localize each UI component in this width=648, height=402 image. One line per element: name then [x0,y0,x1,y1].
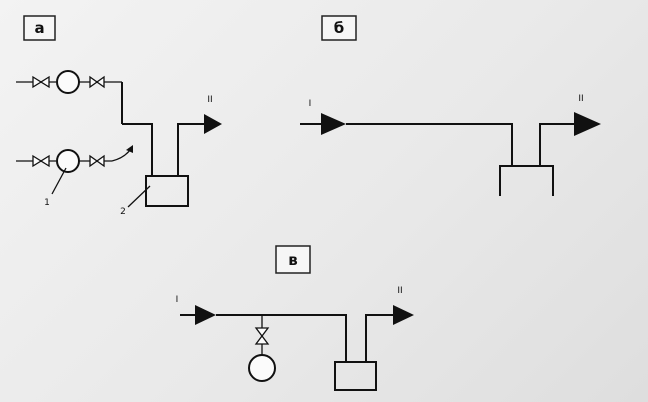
tank-v [334,361,377,391]
panel-a-output-label: II [207,95,212,105]
arrow-icon [204,114,222,134]
panel-b-label-box: б [321,15,357,41]
arrow-icon [126,145,133,153]
arrow-icon [195,305,216,325]
branch-pump [248,315,276,382]
panel-a-label: а [34,19,44,37]
valve-icon [32,75,50,89]
callout-2: 2 [120,185,151,217]
bypass-line [111,149,131,162]
panel-v: в I II [176,245,414,391]
panel-b: б I II [300,15,601,196]
panel-v-output-label: II [397,286,402,296]
callout-1: 1 [44,167,67,208]
svg-text:2: 2 [120,207,126,217]
panel-a: а [16,15,222,217]
upper-suction-line [16,70,123,124]
pump-icon [248,354,276,382]
panel-v-input-label: I [176,295,179,305]
valve-icon [32,154,50,168]
svg-text:1: 1 [44,198,50,208]
arrow-icon [393,305,414,325]
panel-v-label-box: в [275,245,311,274]
panel-b-label: б [334,19,344,37]
valve-icon [254,327,270,345]
lower-suction-line [16,145,133,173]
arrow-icon [574,112,601,136]
panel-v-label: в [288,251,298,269]
tank-2 [122,114,222,207]
arrow-icon [321,113,346,135]
pump-lower-icon [56,149,80,173]
panel-b-input-label: I [309,99,312,109]
tank-b [499,165,554,196]
valve-icon [89,154,105,168]
valve-icon [89,75,105,89]
panel-a-label-box: а [23,15,56,41]
pump-upper-icon [56,70,80,94]
panel-b-output-label: II [578,94,583,104]
